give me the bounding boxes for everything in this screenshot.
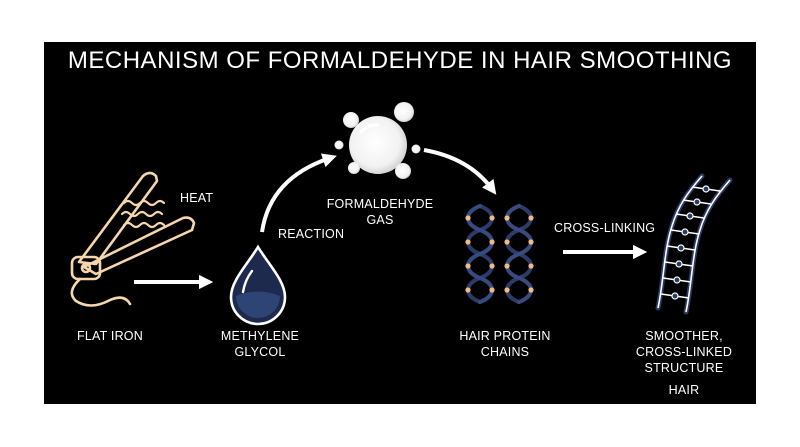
gas-bubbles-icon bbox=[334, 102, 421, 179]
methylene-line-1: METHYLENE bbox=[220, 329, 300, 343]
hair-label: HAIR bbox=[668, 383, 700, 397]
formaldehyde-line-1: FORMALDEHYDE bbox=[326, 197, 434, 211]
droplet-icon bbox=[229, 244, 287, 326]
flat-iron-icon bbox=[70, 171, 196, 307]
smoother-line-2: CROSS-LINKED bbox=[635, 345, 733, 359]
methylene-line-2: GLYCOL bbox=[234, 345, 286, 359]
heat-waves-icon bbox=[120, 199, 166, 229]
protein-beads bbox=[465, 215, 534, 293]
methylene-glycol-label: METHYLENE GLYCOL bbox=[210, 328, 310, 360]
protein-line-2: CHAINS bbox=[480, 345, 530, 359]
protein-helix-icon bbox=[466, 204, 533, 304]
flat-iron-label: FLAT IRON bbox=[77, 329, 143, 343]
arrow-gas-to-protein bbox=[423, 148, 497, 195]
formaldehyde-line-2: GAS bbox=[366, 213, 394, 227]
reaction-label: REACTION bbox=[278, 227, 345, 241]
formaldehyde-gas-label: FORMALDEHYDE GAS bbox=[320, 196, 440, 228]
cross-linking-label: CROSS-LINKING bbox=[554, 221, 656, 235]
smoother-line-3: STRUCTURE bbox=[644, 361, 724, 375]
protein-line-1: HAIR PROTEIN bbox=[459, 329, 551, 343]
smoother-structure-label: SMOOTHER, CROSS-LINKED STRUCTURE bbox=[624, 328, 744, 376]
page-title: MECHANISM OF FORMALDEHYDE IN HAIR SMOOTH… bbox=[67, 47, 733, 74]
heat-label: HEAT bbox=[180, 191, 214, 205]
cross-linked-hair-icon bbox=[655, 173, 733, 315]
hair-protein-chains-label: HAIR PROTEIN CHAINS bbox=[450, 328, 560, 360]
arrow-glycol-to-gas bbox=[260, 153, 337, 233]
smoother-line-1: SMOOTHER, bbox=[645, 329, 723, 343]
